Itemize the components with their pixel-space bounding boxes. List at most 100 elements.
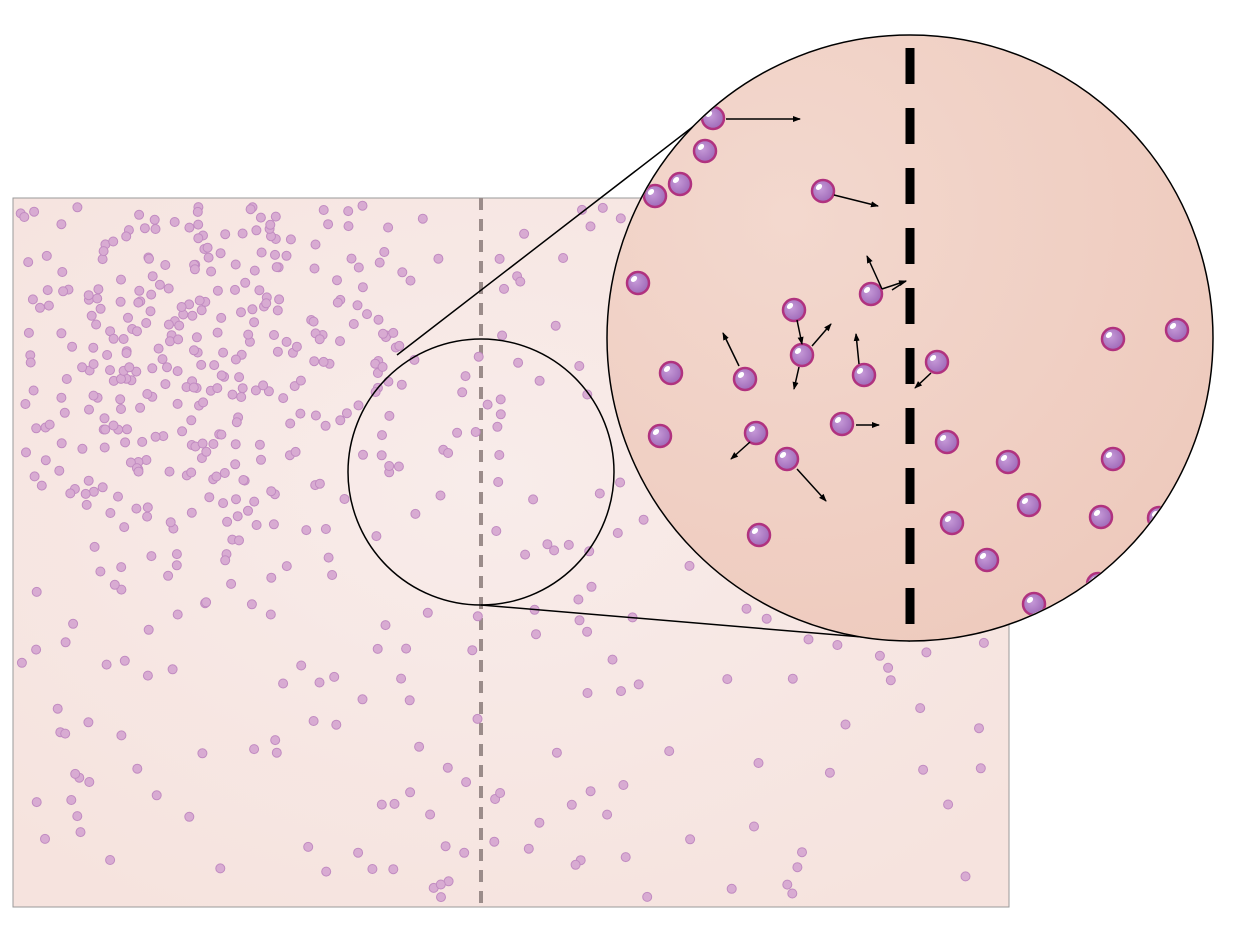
small-particle: [396, 673, 407, 684]
small-particle: [335, 415, 346, 426]
small-particle: [499, 283, 509, 294]
motion-arrow: [881, 280, 907, 290]
small-particle: [397, 267, 408, 278]
small-particle: [19, 212, 30, 222]
small-particle: [384, 461, 395, 471]
small-particle: [98, 246, 109, 257]
small-particle: [254, 439, 265, 450]
small-particle: [91, 319, 102, 330]
small-particle: [460, 371, 471, 382]
small-particle: [105, 508, 116, 518]
small-particle: [457, 387, 468, 398]
motion-arrow: [866, 255, 883, 290]
small-particle: [212, 327, 223, 338]
small-particle: [358, 449, 368, 460]
small-particle: [172, 366, 183, 377]
small-particle: [352, 300, 363, 311]
small-particle: [172, 609, 183, 620]
small-particle: [515, 276, 526, 287]
small-particle: [425, 809, 436, 820]
molecule: [692, 138, 718, 164]
small-particle: [122, 424, 132, 435]
small-particle: [492, 421, 503, 432]
small-particle: [473, 351, 484, 362]
small-particle: [216, 429, 227, 440]
small-particle: [265, 219, 276, 230]
small-particle: [377, 430, 387, 441]
small-particle: [638, 514, 649, 525]
small-particle: [435, 490, 446, 501]
small-particle: [620, 852, 631, 863]
small-particle: [310, 239, 321, 250]
molecule: [647, 423, 673, 449]
small-particle: [314, 478, 325, 489]
small-particle: [266, 486, 277, 497]
small-particle: [341, 408, 352, 419]
small-particle: [482, 399, 493, 410]
small-particle: [615, 213, 626, 224]
small-particle: [353, 847, 364, 858]
small-particle: [534, 375, 545, 386]
small-particle: [157, 354, 168, 365]
molecule: [995, 449, 1021, 475]
small-particle: [99, 413, 110, 424]
small-particle: [197, 438, 208, 449]
small-particle: [379, 247, 390, 257]
small-particle: [29, 206, 40, 217]
small-particle: [93, 284, 104, 295]
small-particle: [285, 418, 296, 429]
small-particle: [495, 788, 506, 798]
small-particle: [123, 312, 133, 323]
small-particle: [234, 372, 245, 383]
molecule: [746, 522, 772, 548]
small-particle: [29, 471, 40, 482]
motion-arrow: [833, 194, 879, 208]
small-particle: [222, 516, 233, 527]
motion-arrow: [792, 366, 800, 390]
small-particle: [348, 319, 359, 329]
small-particle: [263, 386, 274, 397]
small-particle: [309, 356, 320, 367]
molecule: [1100, 326, 1126, 352]
small-particle: [329, 671, 340, 682]
small-particle: [310, 410, 321, 421]
small-particle: [978, 637, 989, 648]
zoom-connector-bottom: [480, 604, 911, 642]
small-particle: [56, 219, 67, 230]
small-particle: [373, 314, 384, 325]
small-particle: [146, 289, 157, 300]
small-particle: [256, 454, 266, 465]
small-particle: [135, 402, 146, 413]
small-particle: [376, 799, 387, 810]
small-particle: [405, 787, 416, 798]
small-particle: [151, 790, 162, 801]
small-particle: [20, 399, 31, 409]
small-particle: [66, 795, 77, 805]
small-particle: [88, 342, 99, 353]
small-particle: [198, 397, 209, 408]
small-particle: [256, 247, 267, 258]
small-particle: [585, 221, 596, 232]
small-particle: [99, 442, 110, 453]
small-particle: [459, 847, 470, 858]
small-particle: [134, 209, 145, 220]
small-particle: [339, 494, 350, 504]
small-particle: [77, 362, 88, 373]
small-particles: [15, 200, 989, 903]
small-particle: [270, 249, 280, 260]
small-particle: [296, 660, 307, 671]
small-particle: [31, 644, 42, 655]
small-particle: [21, 447, 31, 458]
small-particle: [323, 219, 334, 230]
small-particle: [116, 274, 126, 285]
small-particle: [495, 409, 506, 420]
small-particle: [132, 326, 142, 337]
small-particle: [108, 333, 119, 344]
small-particle: [177, 426, 188, 437]
small-particle: [597, 202, 608, 213]
molecule: [774, 446, 800, 472]
small-particle: [150, 224, 161, 234]
small-particle: [212, 383, 223, 394]
small-particle: [133, 466, 144, 477]
small-particle: [367, 864, 378, 874]
